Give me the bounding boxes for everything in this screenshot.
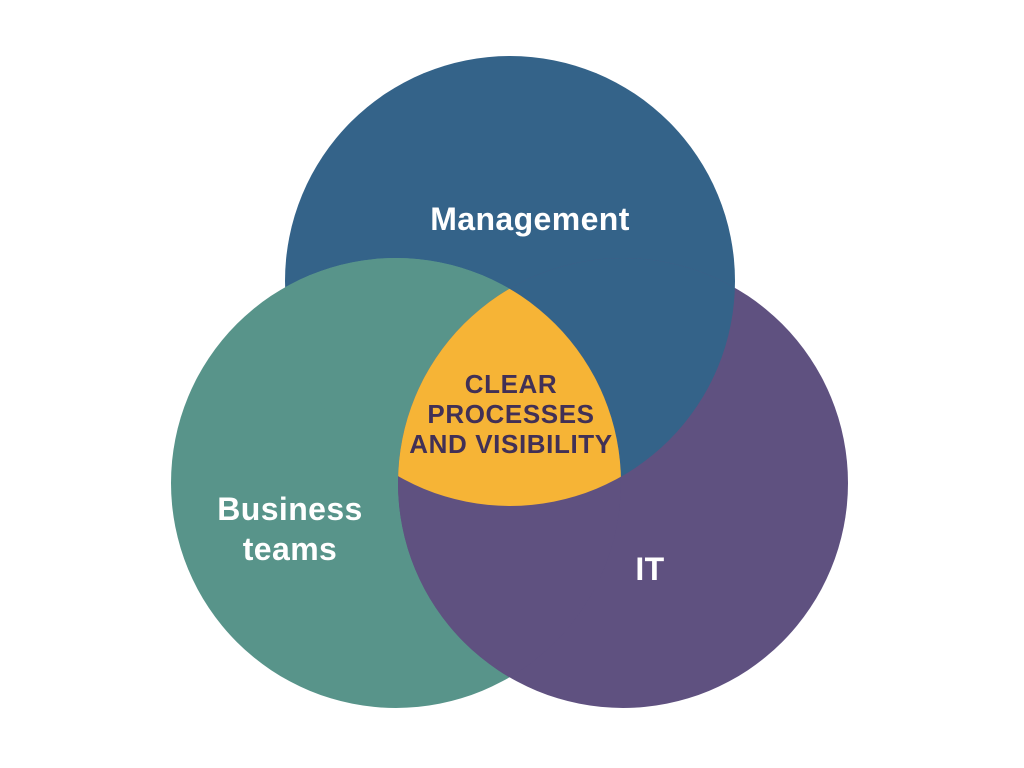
business-teams-label-line-2: teams	[243, 531, 338, 567]
intersection-label-line-1: CLEAR	[465, 369, 558, 399]
intersection-label-line-2: PROCESSES	[427, 399, 594, 429]
management-label: Management	[430, 201, 630, 237]
triple-overlap-region	[398, 258, 621, 506]
business-teams-label-line-1: Business	[217, 491, 362, 527]
it-label: IT	[635, 551, 664, 587]
intersection-label-line-3: AND VISIBILITY	[409, 429, 612, 459]
